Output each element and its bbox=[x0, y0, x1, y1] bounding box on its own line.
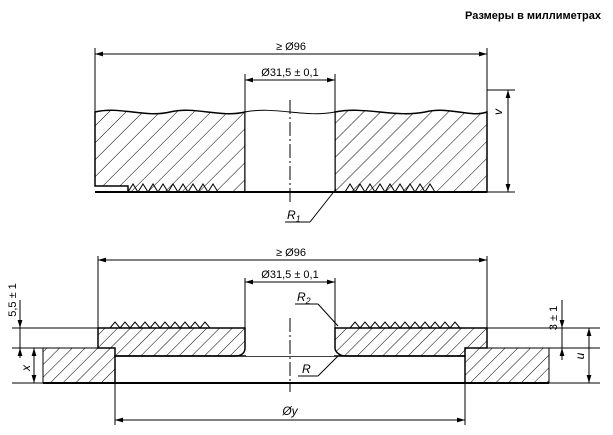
y-dim-label: Øy bbox=[281, 404, 298, 418]
r-leader bbox=[317, 355, 339, 377]
lower-base-left bbox=[42, 347, 116, 384]
lower-left-teeth bbox=[109, 321, 211, 329]
left-thickness-dim: 5,5 ± 1 bbox=[7, 283, 19, 317]
r2-leader bbox=[317, 303, 339, 327]
units-note: Размеры в миллиметрах bbox=[465, 10, 602, 22]
lower-right-teeth bbox=[349, 321, 461, 329]
upper-left-teeth bbox=[127, 183, 219, 193]
upper-section: ≥ Ø96 Ø31,5 ± 0,1 v R1 bbox=[94, 41, 515, 224]
lower-plate-right bbox=[334, 327, 488, 357]
r2-label: R2 bbox=[297, 290, 311, 306]
u-label: u bbox=[573, 352, 587, 359]
lower-outer-dim: ≥ Ø96 bbox=[276, 247, 306, 259]
upper-right-teeth bbox=[344, 183, 436, 193]
r1-leader bbox=[309, 188, 337, 223]
lower-plate-left bbox=[97, 327, 246, 357]
right-thickness-dim: 3 ± 1 bbox=[548, 306, 560, 330]
upper-bore-dim: Ø31,5 ± 0,1 bbox=[261, 67, 318, 79]
lower-base-right bbox=[464, 347, 550, 384]
x-label: x bbox=[19, 364, 33, 372]
r-label: R bbox=[302, 362, 311, 376]
lower-bore-dim: Ø31,5 ± 0,1 bbox=[261, 269, 318, 281]
upper-height-label: v bbox=[491, 108, 505, 115]
upper-right-body bbox=[334, 109, 488, 193]
r1-label: R1 bbox=[287, 208, 301, 224]
upper-outer-dim: ≥ Ø96 bbox=[276, 41, 306, 53]
lower-section: ≥ Ø96 Ø31,5 ± 0,1 R2 R 5,5 ± 1 x 3 ± 1 bbox=[7, 247, 600, 425]
upper-left-body bbox=[94, 109, 246, 193]
